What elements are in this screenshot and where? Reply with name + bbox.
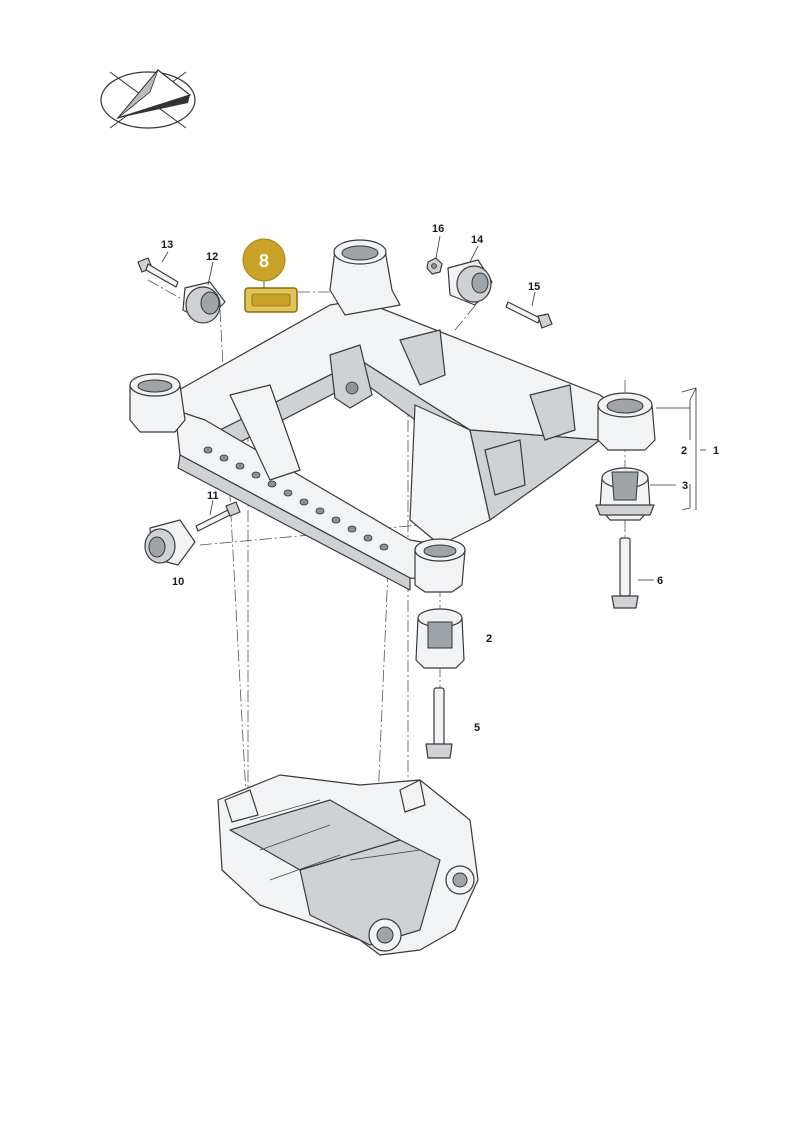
bolt-11 (195, 501, 241, 532)
callout-14[interactable]: 14 (471, 234, 484, 246)
callout-1[interactable]: 1 (713, 445, 719, 457)
beam-holes (203, 446, 389, 551)
bushing-12 (182, 281, 226, 324)
callout-15[interactable]: 15 (528, 281, 540, 293)
bushing-10 (144, 519, 196, 566)
callout-13[interactable]: 13 (161, 239, 173, 251)
mount-tower-front-left (129, 373, 186, 433)
callout-5[interactable]: 5 (474, 722, 480, 734)
nut-16 (426, 257, 443, 275)
callout-16[interactable]: 16 (432, 223, 444, 235)
mount-tower-rear-left (329, 239, 401, 316)
orientation-arrow-icon (100, 69, 196, 129)
mount-2-lower (415, 608, 465, 669)
callout-10[interactable]: 10 (172, 576, 184, 588)
callout-6[interactable]: 6 (657, 575, 663, 587)
mount-3 (595, 467, 655, 521)
mount-tower-front-right (414, 538, 466, 593)
bolt-5 (425, 687, 453, 759)
callout-2-lower[interactable]: 2 (486, 633, 492, 645)
callout-12[interactable]: 12 (206, 251, 218, 263)
callout-3[interactable]: 3 (682, 480, 688, 492)
bolt-13 (137, 257, 179, 288)
rear-subframe (169, 299, 621, 591)
part-8-highlighted (244, 287, 298, 313)
callout-2-upper[interactable]: 2 (681, 445, 687, 457)
mount-tower-rear-right (597, 392, 656, 451)
callout-11[interactable]: 11 (207, 490, 219, 502)
callout-8-label: 8 (259, 251, 269, 271)
bolt-6 (611, 537, 639, 609)
bushing-14 (447, 259, 493, 306)
leader-lines (161, 235, 706, 581)
bolt-15 (505, 301, 553, 329)
rear-drive-unit (217, 774, 479, 956)
callout-8-badge[interactable]: 8 (242, 238, 286, 282)
